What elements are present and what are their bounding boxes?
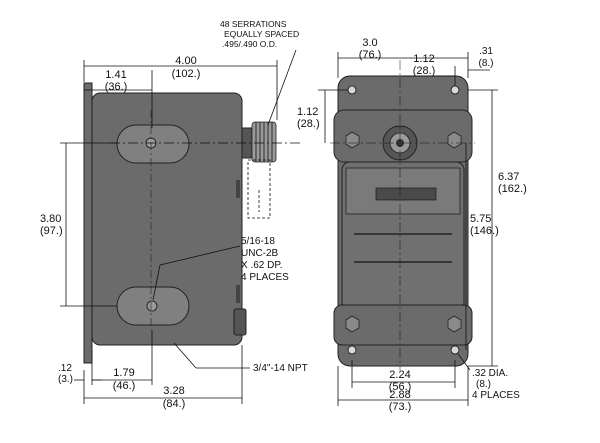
svg-text:EQUALLY SPACED: EQUALLY SPACED — [224, 29, 299, 39]
svg-text:(56.): (56.) — [389, 381, 412, 393]
dim-height: 3.80 (97.) — [40, 142, 117, 307]
tap-note: 5/16-18 UNC-2B X .62 DP. 4 PLACES — [152, 236, 289, 301]
bolt-top-left — [345, 131, 360, 149]
front-shaft-center — [396, 139, 404, 147]
front-nameplate-window — [375, 187, 437, 201]
dim-height-in: 3.80 — [40, 213, 61, 225]
side-flange — [83, 82, 93, 364]
dim-shaft-center: 1.12 (28.) — [400, 53, 456, 86]
svg-text:4 PLACES: 4 PLACES — [472, 390, 520, 401]
npt-note: 3/4"-14 NPT — [173, 342, 308, 374]
svg-text:.31: .31 — [479, 46, 493, 57]
dim-corner: .31 (8.) — [468, 46, 494, 71]
dim-height-mm: (97.) — [40, 225, 63, 237]
svg-text:5.75: 5.75 — [470, 213, 491, 225]
dim-hole-width: 2.24 (56.) — [351, 360, 456, 393]
mount-hole-bottom-right — [450, 345, 460, 355]
hole-note: .32 DIA. (8.) 4 PLACES — [457, 353, 520, 401]
svg-text:UNC-2B: UNC-2B — [241, 248, 279, 259]
svg-text:6.37: 6.37 — [498, 171, 519, 183]
side-lever-outline — [247, 159, 271, 219]
side-cover-mark-lower — [236, 285, 240, 303]
serrations-note: 48 SERRATIONS EQUALLY SPACED .495/.490 O… — [220, 19, 299, 126]
dim-depth-mm: (84.) — [163, 398, 186, 410]
front-bolts — [345, 131, 462, 333]
svg-text:1.12: 1.12 — [413, 53, 434, 65]
dim-depth: 3.28 (84.) — [83, 345, 243, 410]
svg-text:(28.): (28.) — [297, 118, 320, 130]
front-view: 3.0 (76.) 1.12 (28.) .31 (8.) 1.12 (28.) — [297, 37, 527, 413]
side-view: 4.00 (102.) 1.41 (36.) 48 SERRATIONS EQU… — [40, 19, 308, 410]
bolt-top-right — [447, 131, 462, 149]
svg-text:(8.): (8.) — [479, 58, 494, 69]
mount-hole-top-right — [450, 85, 460, 95]
dim-slot-offset: 1.79 (46.) — [92, 330, 153, 392]
svg-text:2.88: 2.88 — [389, 389, 410, 401]
dim-depth-in: 3.28 — [163, 385, 184, 397]
svg-text:3/4"-14 NPT: 3/4"-14 NPT — [253, 363, 308, 374]
side-conduit-fitting — [233, 308, 247, 336]
svg-text:2.24: 2.24 — [389, 369, 410, 381]
mount-hole-top-left — [347, 85, 357, 95]
svg-text:(28.): (28.) — [413, 65, 436, 77]
svg-text:(162.): (162.) — [498, 183, 527, 195]
dim-overall-length-mm: (102.) — [172, 68, 201, 80]
dim-slot-offset-in: 1.79 — [113, 367, 134, 379]
svg-text:5/16-18: 5/16-18 — [241, 236, 275, 247]
svg-text:48 SERRATIONS: 48 SERRATIONS — [220, 19, 287, 29]
dim-shaft-offset: 1.41 (36.) — [84, 69, 153, 128]
svg-text:X .62 DP.: X .62 DP. — [241, 260, 283, 271]
svg-text:(73.): (73.) — [389, 401, 412, 413]
dim-flange-in: .12 — [58, 363, 72, 374]
svg-text:4 PLACES: 4 PLACES — [241, 272, 289, 283]
dim-slot-offset-mm: (46.) — [113, 380, 136, 392]
mount-hole-bottom-left — [347, 345, 357, 355]
dim-shaft-vertical: 1.12 (28.) — [297, 89, 348, 143]
svg-text:.32 DIA.: .32 DIA. — [472, 368, 508, 379]
dim-shaft-offset-mm: (36.) — [105, 81, 128, 93]
svg-text:(76.): (76.) — [359, 49, 382, 61]
svg-text:3.0: 3.0 — [362, 37, 377, 49]
dim-total-height: 6.37 (162.) — [468, 89, 527, 367]
side-tap-lower — [146, 300, 158, 312]
dim-shaft-offset-in: 1.41 — [105, 69, 126, 81]
bolt-bottom-left — [345, 315, 360, 333]
dim-width-top: 3.0 (76.) — [337, 37, 469, 78]
svg-text:(8.): (8.) — [476, 379, 491, 390]
front-bottom-cover — [333, 304, 473, 346]
dim-flange-mm: (3.) — [58, 374, 73, 385]
svg-text:(146.): (146.) — [470, 225, 499, 237]
dim-overall-width: 2.88 (73.) — [337, 366, 469, 413]
dim-overall-length: 4.00 (102.) — [83, 55, 278, 120]
svg-text:1.12: 1.12 — [297, 106, 318, 118]
side-cover-mark — [236, 180, 240, 198]
dim-hole-spacing: 5.75 (146.) — [465, 143, 499, 350]
bolt-bottom-right — [447, 315, 462, 333]
dim-overall-length-in: 4.00 — [175, 55, 196, 67]
svg-text:.495/.490 O.D.: .495/.490 O.D. — [222, 39, 277, 49]
